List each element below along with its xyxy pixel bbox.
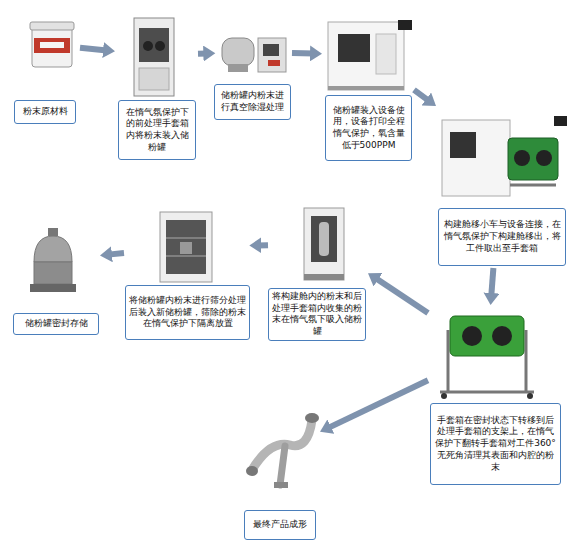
flow-arrow — [108, 253, 124, 255]
text-box: 储粉罐装入设备使用，设备打印全程惰气保护，氧含量低于500PPM — [325, 95, 412, 161]
flow-arrow — [292, 50, 314, 57]
sieving-cabinet — [160, 212, 212, 282]
step-text: 将构建舱内的粉末和后处理手套箱内收集的粉末在惰气氛下吸入储粉罐 — [272, 291, 362, 338]
flow-arrow — [80, 48, 107, 51]
flow-arrow — [327, 380, 428, 428]
process-step: 储粉罐内粉末进行真空除湿处理 — [212, 25, 292, 122]
flow-arrow — [491, 268, 493, 297]
step-text: 最终产品成形 — [253, 519, 307, 531]
step-text: 储粉罐内粉末进行真空除湿处理 — [218, 90, 287, 113]
step-text: 手套箱在密封状态下转移到后处理手套箱的支架上，在惰气保护下翻转手套箱对工件360… — [434, 415, 557, 473]
printer — [328, 20, 412, 90]
step-text: 在惰气氛保护下的前处理手套箱内将粉末装入储粉罐 — [122, 107, 192, 154]
flow-arrow — [414, 90, 430, 102]
process-step: 手套箱在密封状态下转移到后处理手套箱的支架上，在惰气保护下翻转手套箱对工件360… — [428, 305, 563, 488]
storage-can — [30, 228, 76, 292]
vacuum-dryer — [222, 38, 286, 72]
step-text: 粉末原材料 — [23, 106, 68, 118]
process-step: 将构建舱内的粉末和后处理手套箱内收集的粉末在惰气氛下吸入储粉罐 — [268, 200, 368, 338]
printed-part — [246, 413, 319, 488]
flow-arrow — [375, 278, 428, 313]
flow-arrow — [198, 50, 207, 56]
step-text: 储粉罐密封存储 — [25, 318, 88, 330]
text-box: 将储粉罐内粉末进行筛分处理后装入新储粉罐，筛除的粉末在惰气保护下隔离放置 — [125, 285, 250, 340]
powder-recovery-machine — [304, 208, 344, 280]
text-box: 储粉罐密封存储 — [13, 313, 99, 335]
process-step: 最终产品成形 — [240, 400, 320, 542]
printer-build-chamber — [442, 116, 567, 196]
text-box: 最终产品成形 — [244, 510, 316, 540]
text-box: 在惰气氛保护下的前处理手套箱内将粉末装入储粉罐 — [118, 100, 196, 160]
process-step: 将储粉罐内粉末进行筛分处理后装入新储粉罐，筛除的粉末在惰气保护下隔离放置 — [124, 205, 252, 342]
process-step: 在惰气氛保护下的前处理手套箱内将粉末装入储粉罐 — [115, 15, 198, 163]
process-step: 储粉罐密封存储 — [12, 215, 100, 337]
glovebox-cart — [440, 316, 534, 399]
glovebox-cabinet — [134, 18, 174, 96]
text-box: 将构建舱内的粉末和后处理手套箱内收集的粉末在惰气氛下吸入储粉罐 — [268, 288, 366, 341]
text-box: 构建舱移小车与设备连接，在惰气氛保护下构建舱移出，将工件取出至手套箱 — [438, 208, 566, 266]
text-box: 储粉罐内粉末进行真空除湿处理 — [214, 84, 291, 120]
process-step: 构建舱移小车与设备连接，在惰气氛保护下构建舱移出，将工件取出至手套箱 — [436, 106, 568, 268]
step-text: 储粉罐装入设备使用，设备打印全程惰气保护，氧含量低于500PPM — [329, 105, 408, 152]
step-text: 构建舱移小车与设备连接，在惰气氛保护下构建舱移出，将工件取出至手套箱 — [442, 219, 562, 254]
process-step: 粉末原材料 — [10, 18, 80, 128]
process-step: 储粉罐装入设备使用，设备打印全程惰气保护，氧含量低于500PPM — [322, 17, 414, 163]
text-box: 手套箱在密封状态下转移到后处理手套箱的支架上，在惰气保护下翻转手套箱对工件360… — [430, 403, 561, 485]
text-box: 粉末原材料 — [14, 100, 76, 124]
flow-arrow — [257, 242, 268, 248]
powder-jar — [30, 22, 74, 67]
step-text: 将储粉罐内粉末进行筛分处理后装入新储粉罐，筛除的粉末在惰气保护下隔离放置 — [129, 295, 246, 330]
